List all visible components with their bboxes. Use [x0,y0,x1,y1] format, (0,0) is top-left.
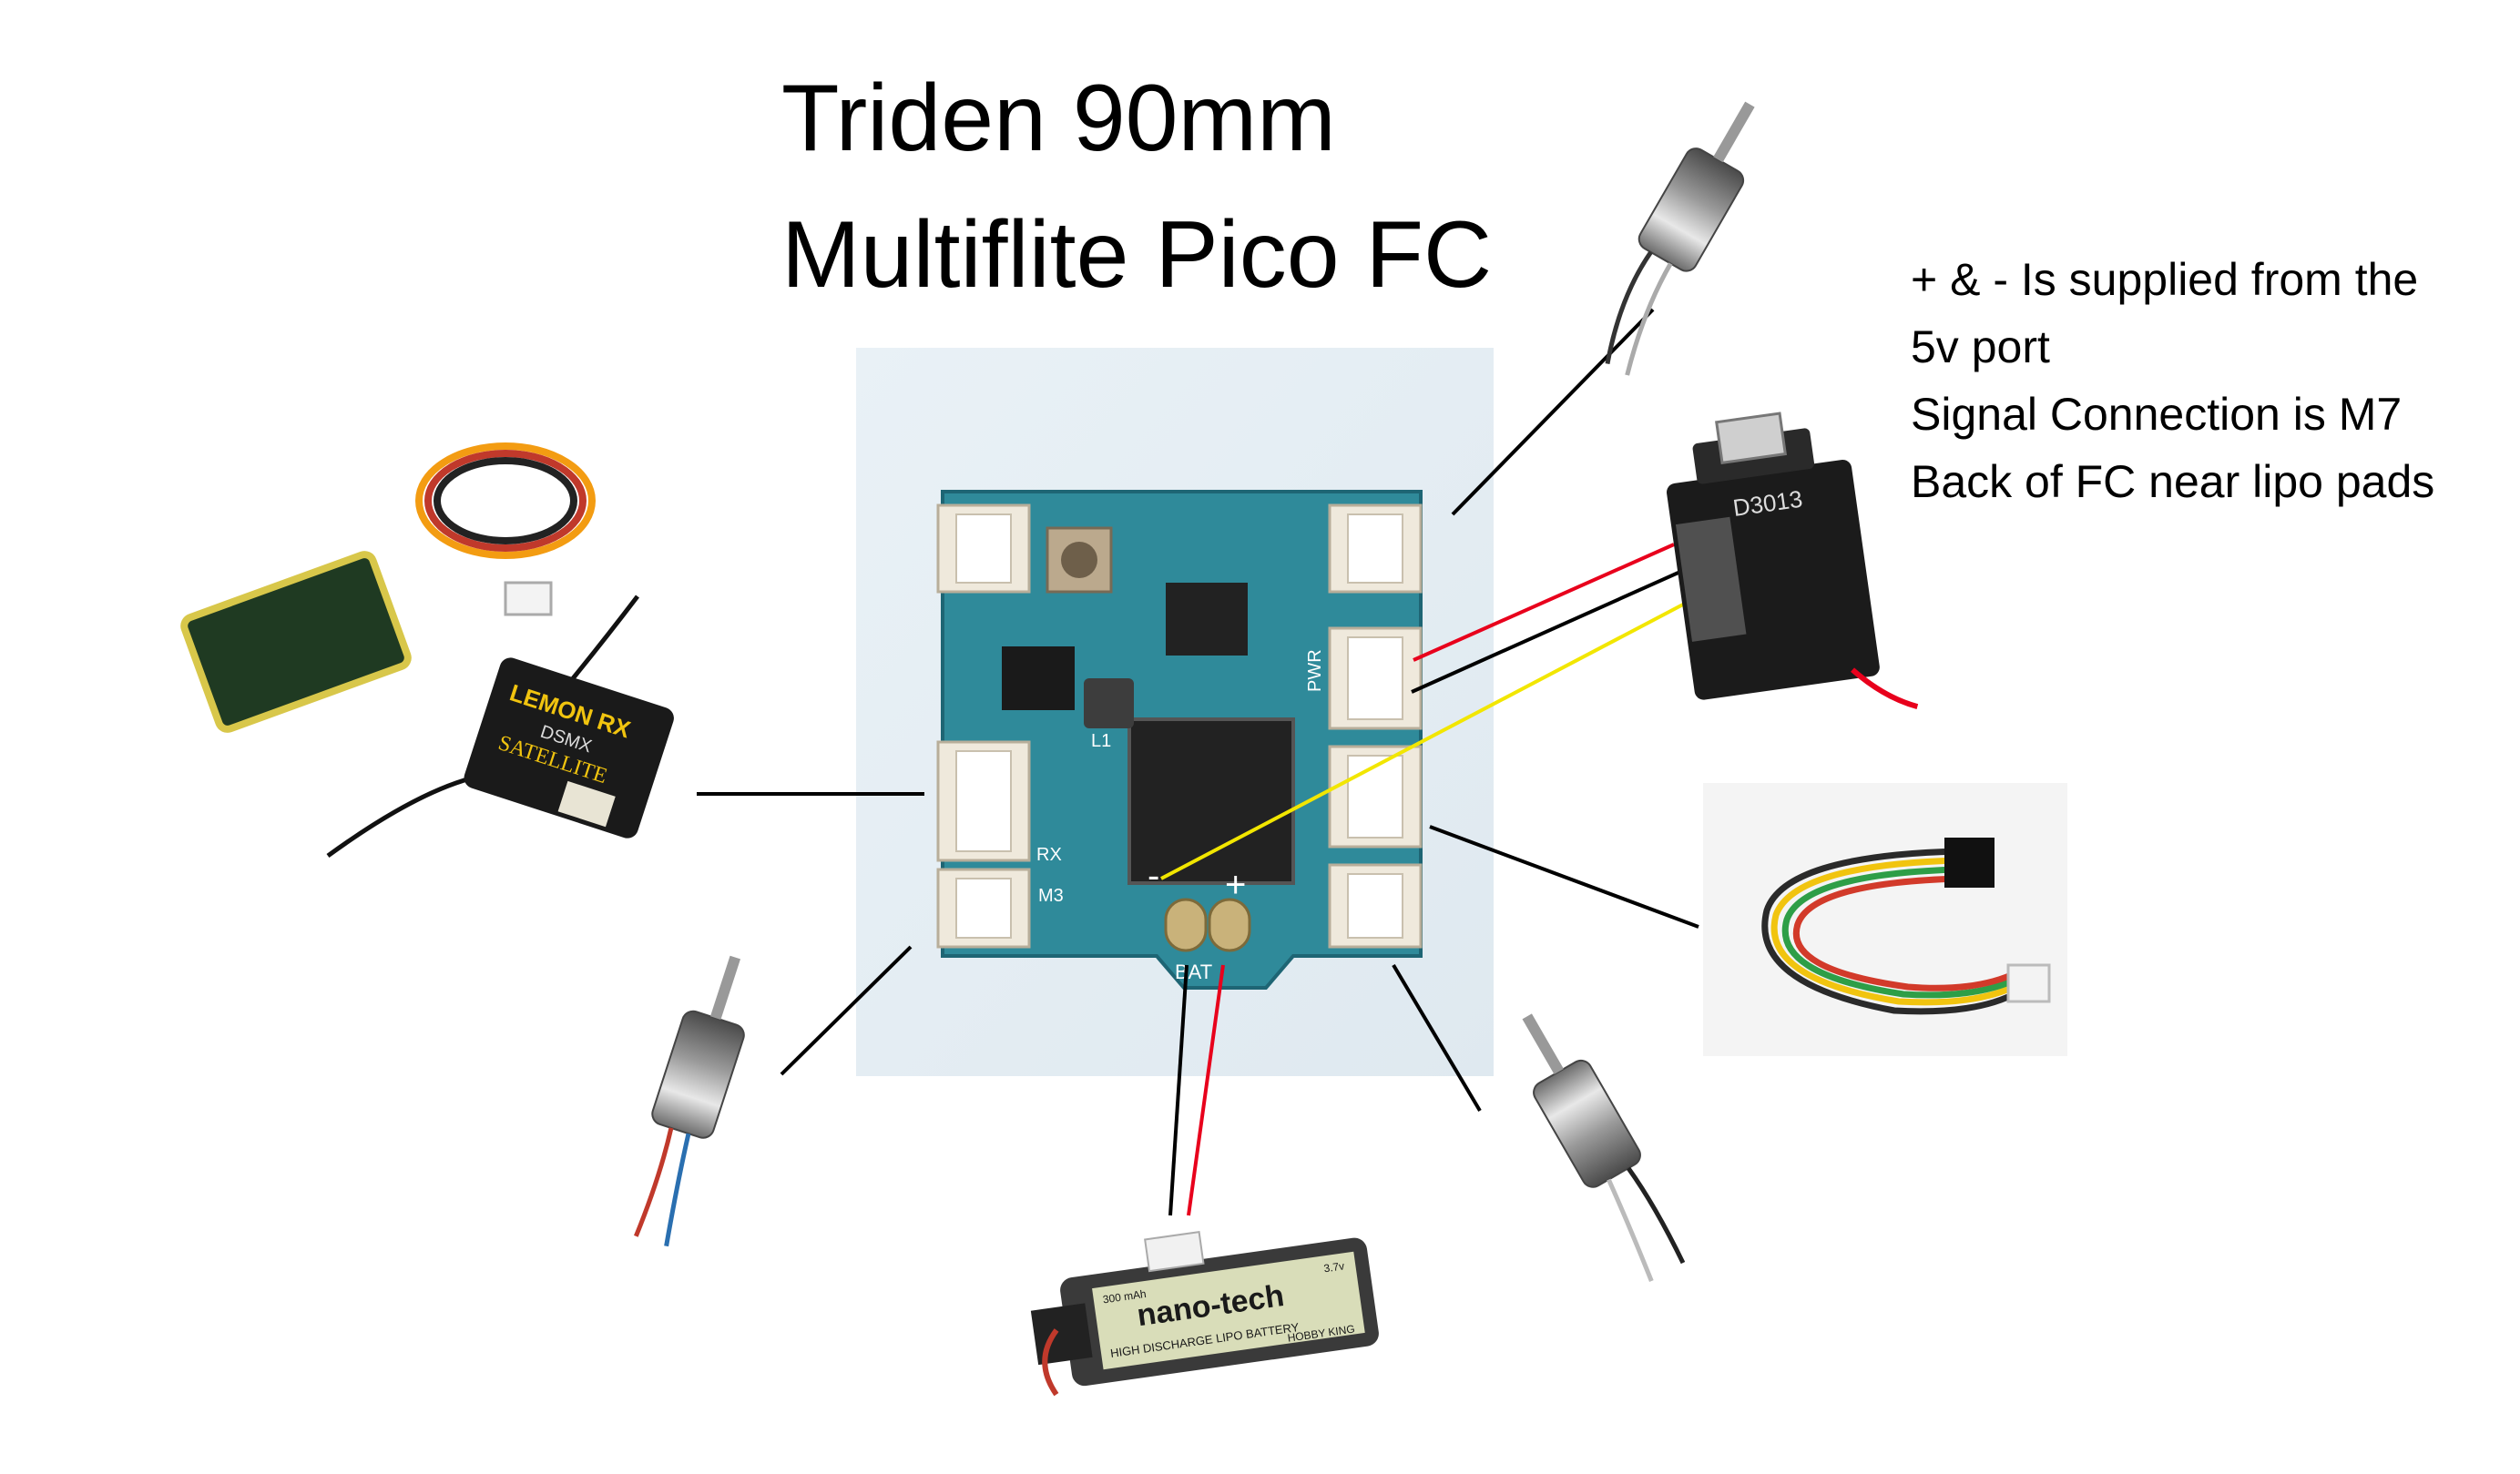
line-servo-black [1411,570,1681,694]
battery-pads [1164,898,1251,952]
connector-top-left [936,503,1031,594]
line-bottom-right-motor [1392,963,1482,1113]
regulator-chip [1002,646,1075,710]
label-rx: RX [1036,845,1062,865]
imu-chip [1166,583,1248,656]
servo: D3013 [1667,412,1919,709]
title-line-2: Multiflite Pico FC [781,202,1493,308]
line-battery-black [1168,964,1189,1216]
battery-voltage-label: 3.7v [1323,1259,1345,1275]
note-line-1: + & - Is supplied from the [1911,254,2419,305]
wire-servo-yellow [1160,595,1699,880]
receiver-accessories: LEMON RX DSMX SATELLITE [180,442,674,859]
foam-pad [180,551,412,733]
label-l1: L1 [1091,731,1111,751]
connection-lines [697,308,1699,1216]
connector-pwr [1328,626,1423,730]
flight-controller-board: PWR BAT + - L1 RX M3 [856,348,1494,1076]
label-bat: BAT [1175,961,1212,983]
telemetry-cable [1703,783,2067,1056]
inductor [1084,678,1134,728]
lipo-battery: nano-tech HIGH DISCHARGE LIPO BATTERY 30… [1030,1231,1379,1397]
mcu-chip [1127,717,1295,885]
connector-top-right [1328,503,1423,594]
label-plus: + [1225,865,1246,905]
line-telemetry-cable [1429,825,1699,929]
connector-right-middle [1328,745,1423,849]
motor-top-right [1605,101,1755,376]
note-line-4: Back of FC near lipo pads [1911,456,2435,507]
battery-capacity-label: 300 mAh [1102,1287,1148,1306]
motor-bottom-left [634,955,745,1247]
label-pwr: PWR [1305,649,1325,692]
wiring-notes: + & - Is supplied from the 5v port Signa… [1911,246,2434,515]
note-line-2: 5v port [1911,321,2050,372]
line-top-right-motor [1451,308,1655,516]
line-bottom-left-motor [780,945,913,1076]
label-minus: - [1148,856,1159,896]
label-m3: M3 [1038,886,1064,906]
connector-bottom-right [1328,863,1423,949]
receiver-satellite: LEMON RX DSMX SATELLITE [464,657,674,839]
note-line-3: Signal Connection is M7 [1911,389,2403,440]
title-line-1: Triden 90mm [781,66,1336,171]
motor-bottom-right [1522,1013,1686,1282]
connector-bottom-left [936,868,1031,949]
connector-rx [936,740,1031,862]
wire-servo-red [1413,543,1675,662]
wire-battery-red [1187,964,1225,1216]
lead-cable [415,442,596,616]
